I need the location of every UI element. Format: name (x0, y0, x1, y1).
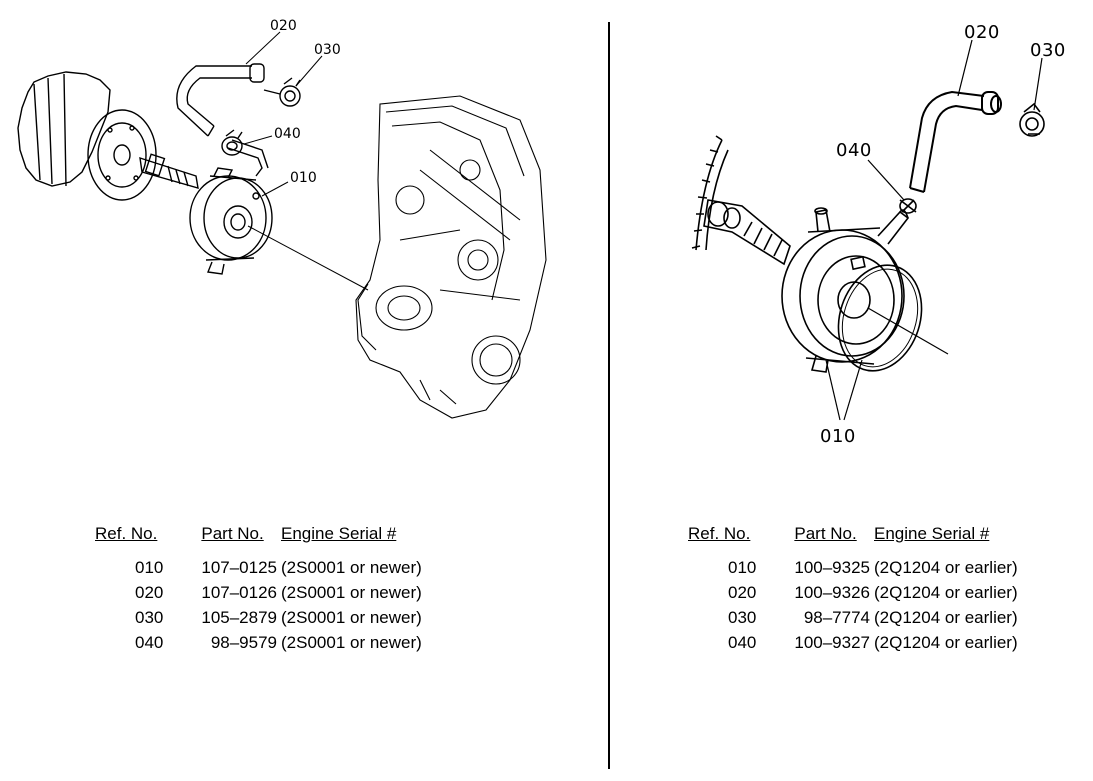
callout-030: 030 (1030, 40, 1066, 61)
engine-gear-illustration (691, 135, 729, 251)
ref-no-cell: 010 (727, 558, 757, 577)
table-row: 040 100–9327 (2Q1204 or earlier) (688, 633, 1018, 658)
part-no-cell: 100–9325 (794, 558, 870, 577)
callout-020: 020 (964, 22, 1000, 43)
part-no-cell: 98–9579 (210, 633, 277, 652)
leader-040 (243, 135, 273, 145)
ref-no-cell: 020 (727, 583, 757, 602)
ref-no-cell: 030 (727, 608, 757, 627)
header-part-no: Part No. (201, 524, 264, 543)
clamp-040-illustration (899, 198, 917, 214)
oil-filter-illustration (17, 71, 157, 201)
header-ref-no: Ref. No. (688, 524, 751, 543)
ref-no-cell: 040 (727, 633, 757, 652)
engine-block-illustration (355, 95, 547, 419)
leader-o-ring (867, 307, 949, 355)
header-engine-serial: Engine Serial # (874, 524, 990, 543)
o-ring-illustration (837, 264, 923, 372)
serial-cell: (2S0001 or newer) (281, 633, 422, 652)
oil-cooler-010-illustration (781, 207, 910, 373)
callout-030: 030 (314, 42, 341, 58)
callout-040: 040 (274, 126, 301, 142)
serial-cell: (2Q1204 or earlier) (874, 633, 1018, 652)
ref-no-cell: 030 (134, 608, 164, 627)
header-part-no: Part No. (794, 524, 857, 543)
table-header-row: Ref. No. Part No. Engine Serial # (688, 524, 1018, 558)
table-row: 020 100–9326 (2Q1204 or earlier) (688, 583, 1018, 608)
panel-divider (608, 22, 610, 769)
table-header-row: Ref. No. Part No. Engine Serial # (95, 524, 422, 558)
serial-cell: (2Q1204 or earlier) (874, 608, 1018, 627)
leader-020 (245, 31, 281, 65)
leader-030 (1033, 57, 1043, 111)
part-no-cell: 100–9326 (794, 583, 870, 602)
right-exploded-diagram: 020 030 040 010 (691, 22, 1066, 447)
part-no-cell: 100–9327 (794, 633, 870, 652)
table-row: 010 107–0125 (2S0001 or newer) (95, 558, 422, 583)
part-no-cell: 107–0126 (201, 583, 277, 602)
leader-040 (867, 159, 905, 201)
leader-030 (295, 55, 323, 87)
leader-020 (957, 39, 973, 97)
serial-cell: (2S0001 or newer) (281, 608, 422, 627)
part-no-cell: 105–2879 (201, 608, 277, 627)
header-ref-no: Ref. No. (95, 524, 158, 543)
assembly-line (247, 225, 369, 291)
right-panel: 020 030 040 010 Ref. No. Part No. Engine… (612, 0, 1093, 781)
hose-020-illustration (176, 63, 269, 177)
callout-020: 020 (270, 18, 297, 34)
table-row: 020 107–0126 (2S0001 or newer) (95, 583, 422, 608)
ref-no-cell: 020 (134, 583, 164, 602)
header-engine-serial: Engine Serial # (281, 524, 397, 543)
leader-010 (261, 181, 289, 197)
table-row: 010 100–9325 (2Q1204 or earlier) (688, 558, 1018, 583)
left-parts-table: Ref. No. Part No. Engine Serial # 010 10… (95, 524, 422, 658)
part-no-cell: 98–7774 (803, 608, 870, 627)
clamp-030-illustration (1019, 102, 1045, 137)
table-row: 040 98–9579 (2S0001 or newer) (95, 633, 422, 658)
ref-no-cell: 040 (134, 633, 164, 652)
callout-010: 010 (820, 426, 856, 447)
serial-cell: (2Q1204 or earlier) (874, 583, 1018, 602)
ref-no-cell: 010 (134, 558, 164, 577)
callout-010: 010 (290, 170, 317, 186)
serial-cell: (2Q1204 or earlier) (874, 558, 1018, 577)
leader-010-a (825, 359, 841, 421)
clamp-030-illustration (263, 77, 301, 107)
part-no-cell: 107–0125 (201, 558, 277, 577)
right-parts-table: Ref. No. Part No. Engine Serial # 010 10… (688, 524, 1018, 658)
table-row: 030 98–7774 (2Q1204 or earlier) (688, 608, 1018, 633)
clamp-040-illustration (221, 129, 243, 156)
left-panel: 020 030 040 010 Ref. No. Part No. Engine… (17, 18, 547, 658)
table-row: 030 105–2879 (2S0001 or newer) (95, 608, 422, 633)
serial-cell: (2S0001 or newer) (281, 558, 422, 577)
serial-cell: (2S0001 or newer) (281, 583, 422, 602)
hose-020-illustration (909, 90, 1002, 193)
oil-cooler-010-illustration (189, 167, 273, 275)
leader-010-b (843, 359, 863, 421)
threaded-stud-illustration (139, 153, 199, 189)
callout-040: 040 (836, 140, 872, 161)
threaded-fitting-illustration (703, 199, 791, 266)
left-exploded-diagram: 020 030 040 010 (17, 18, 547, 419)
